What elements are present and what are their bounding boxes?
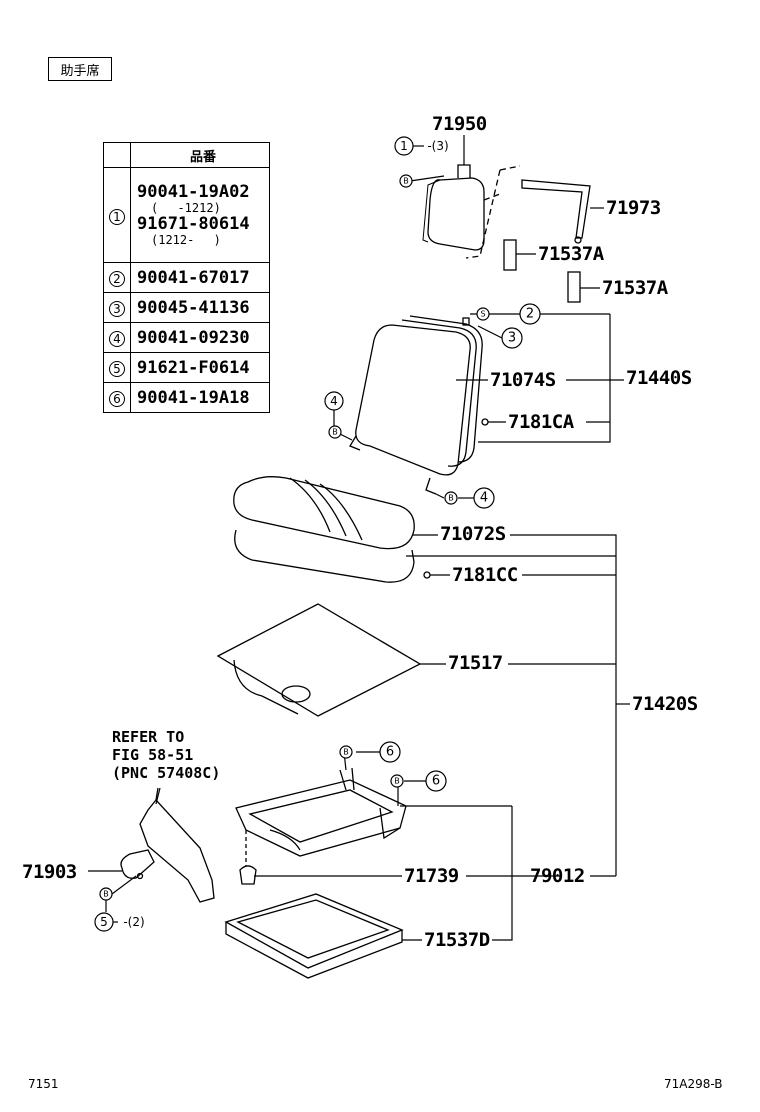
callout-number: 6: [386, 745, 394, 760]
part-label-79012: 79012: [530, 865, 585, 887]
table-row: 3 90045-41136: [103, 292, 270, 323]
table-header-row: 品番: [103, 142, 270, 168]
b-marker: [99, 887, 113, 901]
seat-pad-drawing: [216, 603, 422, 717]
part-number: 90045-41136: [130, 292, 270, 323]
callout-circle: [94, 912, 114, 932]
table-header: 品番: [130, 142, 270, 168]
b-marker: [399, 174, 413, 188]
refer-note: REFER TO FIG 58-51 (PNC 57408C): [112, 728, 221, 782]
part-label-71420s: 71420S: [632, 693, 698, 715]
headrest-guide-drawing: [567, 271, 581, 303]
ref-number: 6: [109, 391, 125, 407]
callout-number: 4: [480, 491, 488, 506]
b-marker-letter: B: [332, 428, 338, 437]
s-marker: [476, 307, 490, 321]
table-row: 1 90041-19A02 ( -1212) 91671-80614 (1212…: [103, 167, 270, 263]
part-label-71072s: 71072S: [440, 523, 506, 545]
part-label-71739: 71739: [404, 865, 459, 887]
b-marker-letter: B: [103, 890, 109, 899]
part-label-71537a: 71537A: [538, 243, 604, 265]
part-number-cell: 90041-19A02 ( -1212) 91671-80614 (1212- …: [130, 167, 270, 263]
parts-number-table: 品番 1 90041-19A02 ( -1212) 91671-80614 (1…: [103, 142, 270, 413]
part-label-71903: 71903: [22, 861, 77, 883]
part-label-71950: 71950: [432, 113, 487, 135]
callout-circle: [473, 487, 495, 509]
adjuster-lever-drawing: [120, 787, 215, 903]
seat-base-drawing: [224, 893, 404, 979]
ref-number: 4: [109, 331, 125, 347]
callout-number: 3: [508, 331, 516, 346]
ref-number: 2: [109, 271, 125, 287]
callout-circle: [501, 327, 523, 349]
ref-number: 3: [109, 301, 125, 317]
callout-quantity: -(2): [123, 915, 144, 929]
seat-back-drawing: [349, 315, 489, 495]
b-marker: [390, 774, 404, 788]
ref-number: 5: [109, 361, 125, 377]
part-number: 90041-67017: [130, 262, 270, 293]
table-row: 5 91621-F0614: [103, 352, 270, 383]
part-label-71074s: 71074S: [490, 369, 556, 391]
callout-number: 6: [432, 774, 440, 789]
b-marker-letter: B: [343, 748, 349, 757]
part-number: 90041-19A18: [130, 382, 270, 413]
callout-number: 4: [330, 394, 338, 408]
part-label-71537d: 71537D: [424, 929, 490, 951]
callout-number: 1: [400, 139, 408, 153]
b-marker-letter: B: [394, 777, 400, 786]
callout-circle: [379, 741, 401, 763]
callout-circle: [394, 136, 414, 156]
part-number: 91621-F0614: [130, 352, 270, 383]
part-label-71440s: 71440S: [626, 367, 692, 389]
seat-cushion-drawing: [233, 476, 431, 583]
b-marker-letter: B: [403, 177, 409, 186]
callout-quantity: -(3): [427, 139, 448, 153]
b-marker: [444, 491, 458, 505]
footer-figure-code: 71A298-B: [664, 1077, 723, 1091]
ref-number: 1: [109, 208, 125, 225]
part-label-7181ca: 7181CA: [508, 411, 574, 433]
table-row: 6 90041-19A18: [103, 382, 270, 413]
seat-frame-drawing: [235, 767, 407, 885]
headrest-support-drawing: [521, 179, 591, 244]
part-label-71973: 71973: [606, 197, 661, 219]
table-row: 2 90041-67017: [103, 262, 270, 293]
part-label-7181cc: 7181CC: [452, 564, 518, 586]
part-label-71517: 71517: [448, 652, 503, 674]
part-date-range: (1212- ): [151, 233, 221, 247]
footer-page-code: 7151: [28, 1077, 59, 1091]
b-marker-letter: B: [448, 494, 454, 503]
part-number: 91671-80614: [137, 214, 250, 234]
s-marker-letter: S: [480, 310, 485, 319]
seat-position-title: 助手席: [48, 57, 112, 81]
leader-lines: [88, 135, 630, 941]
callout-circle: [324, 391, 344, 411]
callout-number: 5: [100, 915, 108, 929]
headrest-drawing: [422, 164, 521, 259]
part-number: 90041-19A02: [137, 182, 250, 202]
part-date-range: ( -1212): [151, 201, 221, 215]
callout-circle: [425, 770, 447, 792]
callout-circle: [519, 303, 541, 325]
callout-number: 2: [526, 307, 534, 322]
headrest-guide-drawing: [503, 239, 517, 271]
b-marker: [328, 425, 342, 439]
b-marker: [339, 745, 353, 759]
part-label-71537a: 71537A: [602, 277, 668, 299]
